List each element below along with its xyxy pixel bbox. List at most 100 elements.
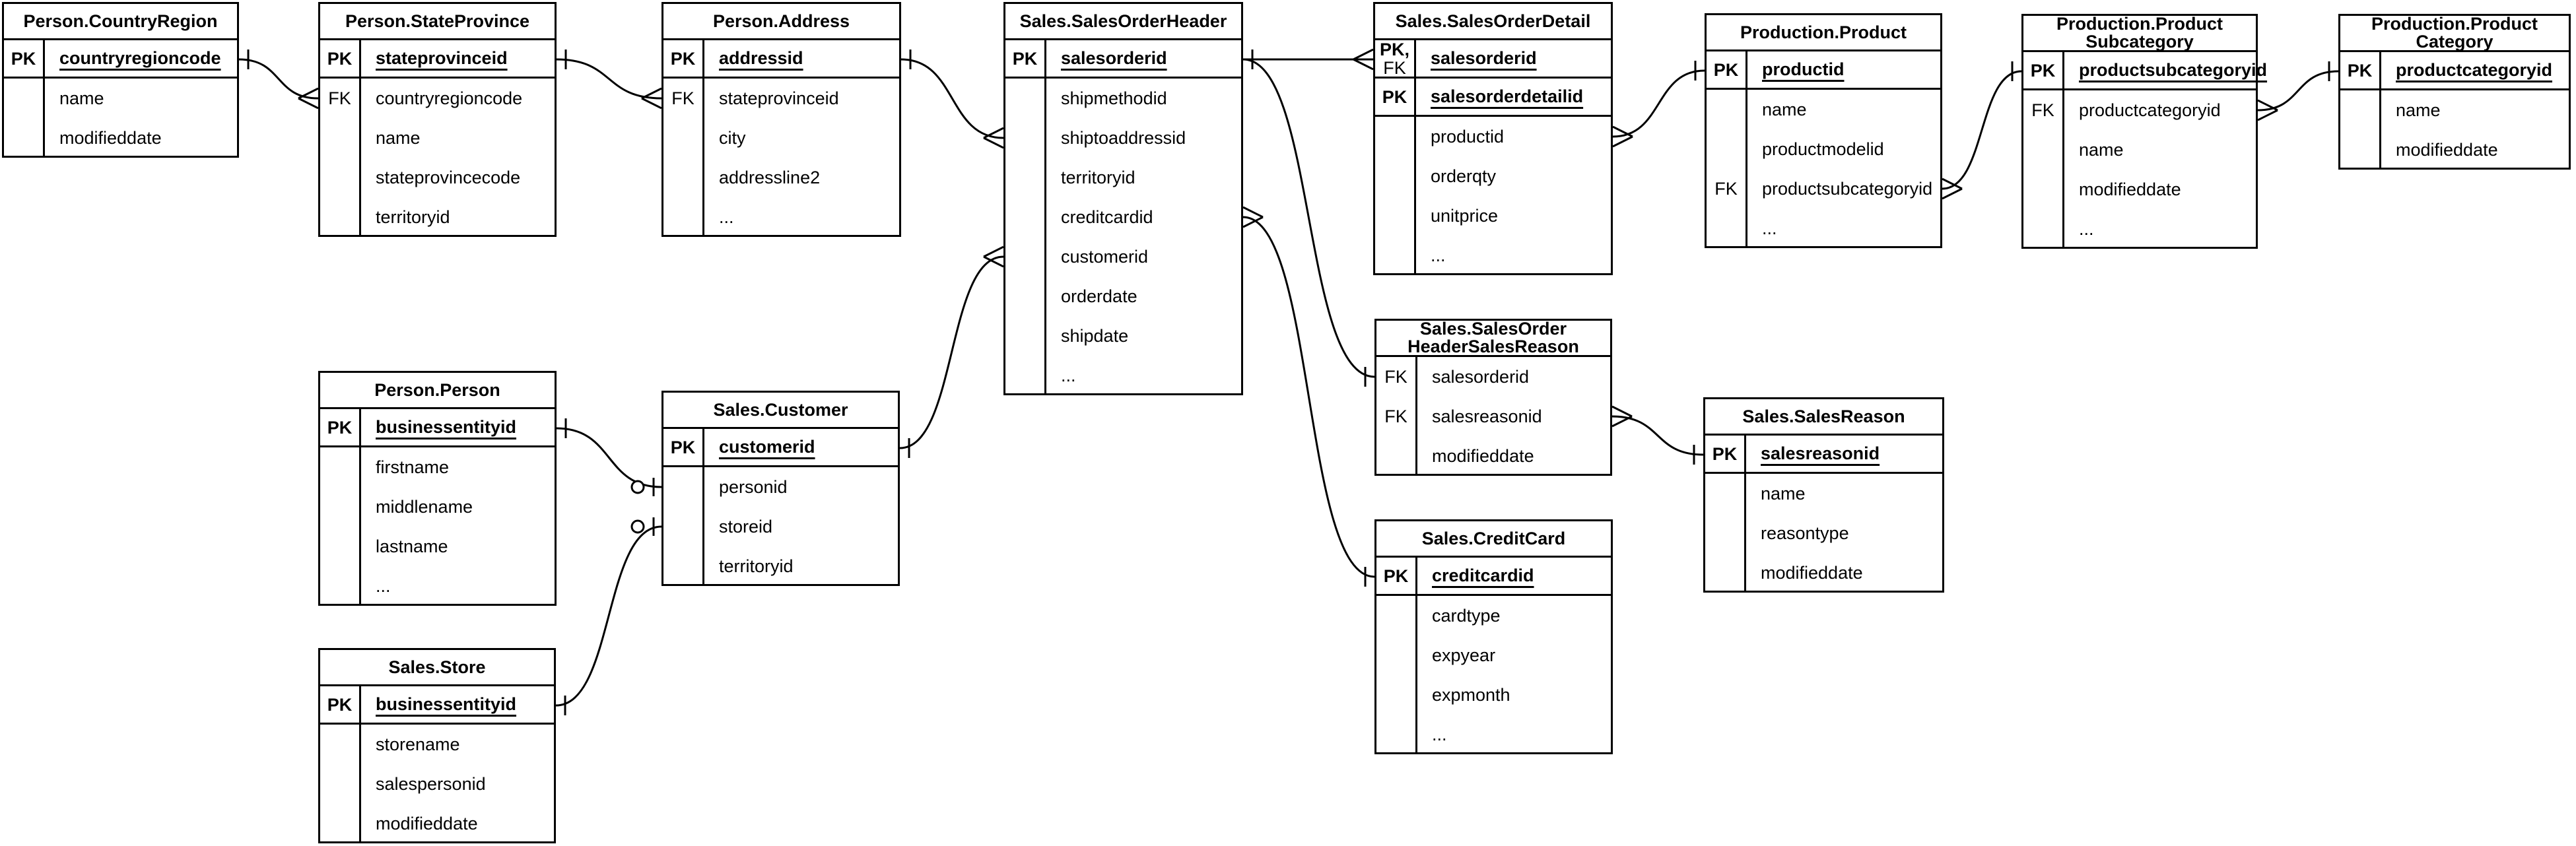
- attribute-name: modifieddate: [376, 813, 478, 833]
- attribute-name: customerid: [1061, 246, 1149, 267]
- key-label-line: FK: [671, 88, 695, 108]
- attribute-name: customerid: [719, 437, 815, 457]
- entity-title-line: Production.Product: [1740, 22, 1907, 42]
- cardinality-marker-many: [1353, 58, 1374, 71]
- relationship-line: [1611, 415, 1704, 456]
- attribute-row: PK customerid: [663, 429, 898, 467]
- key-label: PK: [4, 40, 45, 77]
- relationship-line: [1942, 70, 2022, 190]
- key-label: [4, 118, 45, 158]
- attribute-name: territoryid: [1061, 167, 1135, 187]
- attribute-row: cardtype: [1376, 596, 1611, 635]
- attribute-row: stateprovincecode: [320, 158, 555, 197]
- entity-title: Sales.SalesOrderDetail: [1375, 4, 1611, 40]
- key-label: [2023, 130, 2064, 170]
- key-label: PK: [663, 429, 704, 465]
- attribute-name: name: [2396, 100, 2441, 120]
- attribute-name: reasontype: [1761, 523, 1849, 543]
- key-label: [2023, 209, 2064, 249]
- attribute-name: name: [1762, 99, 1807, 119]
- key-label: PK: [663, 40, 704, 77]
- cardinality-marker-many: [2257, 99, 2278, 112]
- attribute-row: orderdate: [1005, 277, 1241, 316]
- key-label: [663, 118, 704, 158]
- entity-title: Sales.SalesReason: [1705, 399, 1942, 436]
- key-label: PK: [1705, 436, 1746, 472]
- key-label-line: PK: [1713, 59, 1739, 80]
- attribute-name: expmonth: [1432, 684, 1510, 705]
- attribute-name: name: [59, 88, 104, 108]
- attribute-name: ...: [1431, 245, 1446, 265]
- entity-title-line: Person.Person: [374, 379, 500, 400]
- key-label: [1707, 90, 1747, 129]
- key-label-line: PK: [2030, 60, 2056, 81]
- attribute-row: shipmethodid: [1005, 79, 1241, 118]
- relationship-line: [2257, 70, 2339, 112]
- attribute-name: shipmethodid: [1061, 88, 1167, 108]
- relationship-line: [556, 427, 662, 488]
- attribute-row: shipdate: [1005, 316, 1241, 356]
- entity-title: Sales.CreditCard: [1376, 521, 1611, 558]
- attribute-row: territoryid: [320, 197, 555, 237]
- attribute-row: addressline2: [663, 158, 899, 197]
- key-label: [663, 467, 704, 507]
- key-label-line: PK: [327, 694, 353, 715]
- key-label-line: PK: [2347, 60, 2373, 81]
- key-label-line: PK: [670, 48, 696, 69]
- attribute-row: name: [1707, 90, 1940, 129]
- key-label: PK: [1005, 40, 1046, 77]
- attribute-name: ...: [1432, 724, 1447, 744]
- cardinality-marker-zero-or-one: [630, 519, 645, 534]
- attribute-row: storeid: [663, 507, 898, 546]
- entity-title-line: Sales.SalesOrder: [1419, 319, 1567, 339]
- attribute-row: customerid: [1005, 237, 1241, 277]
- attribute-name: cardtype: [1432, 605, 1501, 626]
- key-label: [320, 725, 361, 764]
- key-label: [1705, 553, 1746, 593]
- entity-title: Production.Product: [1707, 15, 1940, 51]
- relationship-line: [900, 58, 1004, 139]
- key-label-line: FK: [1714, 179, 1738, 199]
- attribute-name: orderqty: [1431, 166, 1497, 186]
- attribute-name: ...: [2079, 218, 2094, 239]
- key-label: [320, 764, 361, 804]
- attribute-name: stateprovinceid: [376, 48, 508, 68]
- attribute-name: creditcardid: [1432, 566, 1534, 585]
- attribute-row: territoryid: [663, 546, 898, 586]
- entity-title: Sales.SalesOrderHeader: [1005, 4, 1241, 40]
- key-label: PK: [1376, 558, 1417, 594]
- attribute-name: storename: [376, 734, 460, 754]
- attribute-name: territoryid: [719, 556, 794, 576]
- key-label: FK: [1707, 169, 1747, 209]
- cardinality-marker-many: [1942, 187, 1963, 200]
- attribute-row: personid: [663, 467, 898, 507]
- key-label-line: PK: [1712, 443, 1738, 464]
- attribute-row: lastname: [320, 527, 555, 566]
- attribute-row: middlename: [320, 487, 555, 527]
- attribute-row: modifieddate: [2340, 130, 2569, 170]
- attribute-name: personid: [719, 476, 788, 497]
